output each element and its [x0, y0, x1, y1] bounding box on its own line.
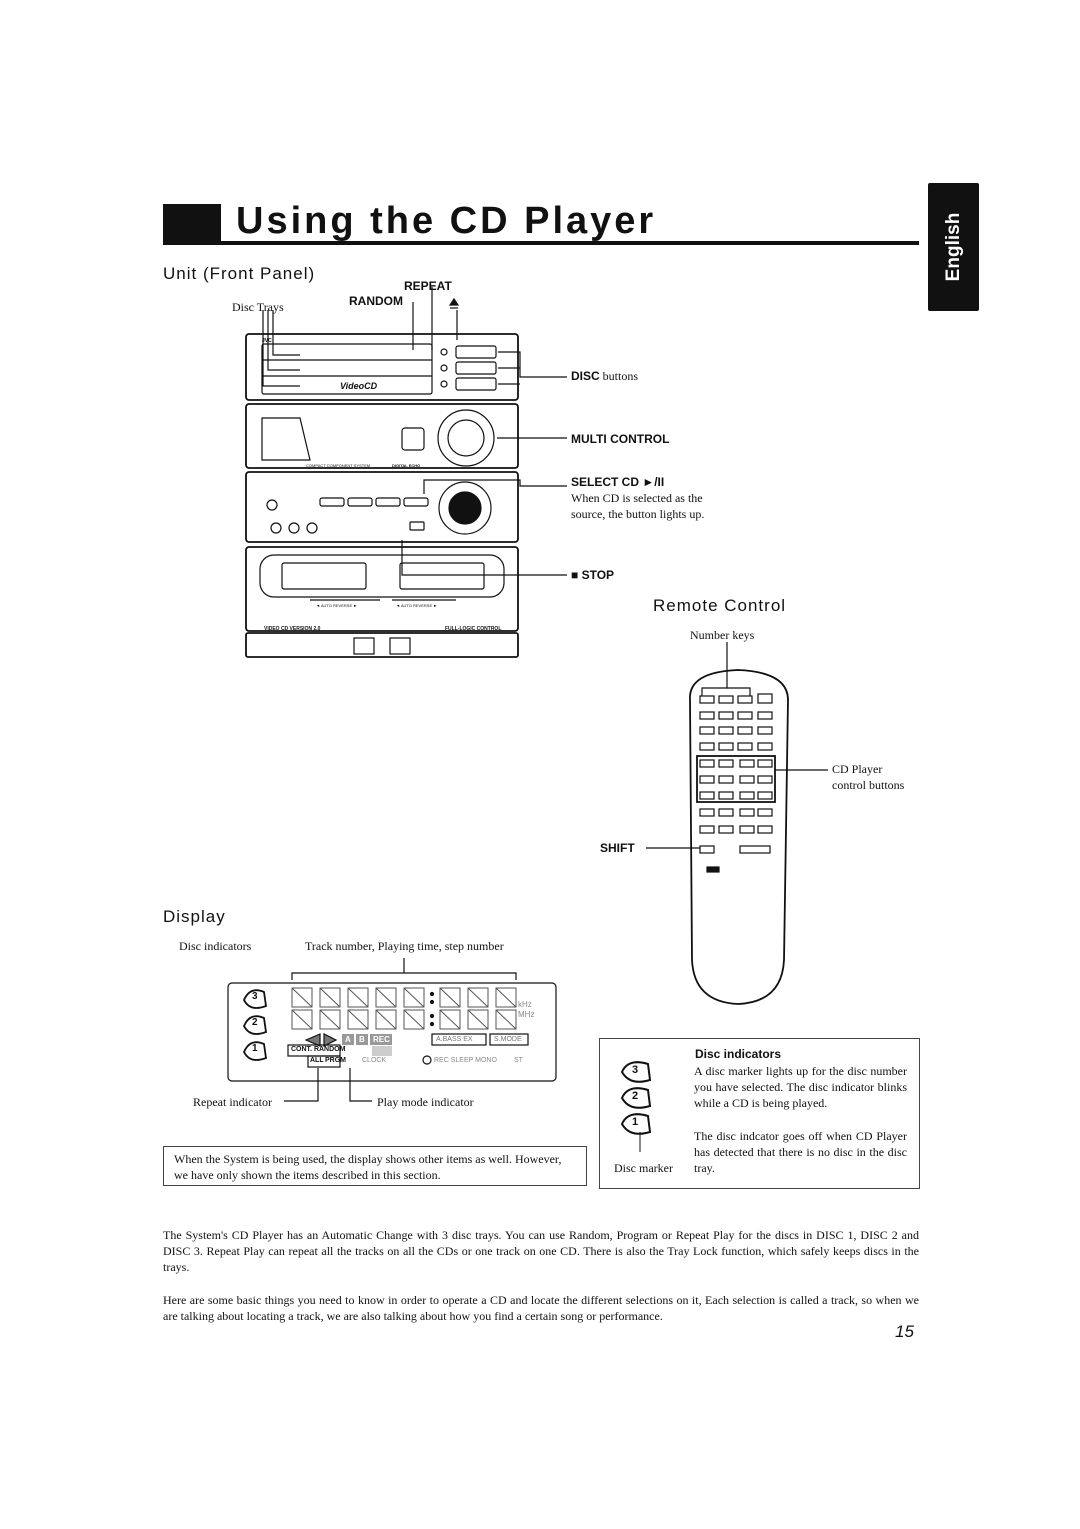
eject-icon	[448, 297, 460, 306]
title-rule	[163, 241, 919, 245]
front-panel-heading: Unit (Front Panel)	[163, 264, 316, 283]
bass-ex-indicator: A.BASS EX	[436, 1036, 473, 1043]
random-label: RANDOM	[349, 294, 403, 308]
track-number-caption: Track number, Playing time, step number	[305, 939, 504, 953]
rec-indicator: REC	[373, 1035, 390, 1044]
paragraph-intro: The System's CD Player has an Automatic …	[163, 1228, 919, 1274]
page-title: Using the CD Player	[236, 200, 657, 242]
marker-disc-3: 3	[632, 1064, 639, 1076]
remote-heading: Remote Control	[653, 596, 787, 615]
b-indicator: B	[359, 1035, 365, 1044]
st-indicator: ST	[514, 1057, 523, 1064]
paragraph-basics: Here are some basic things you need to k…	[163, 1293, 919, 1323]
cd-player-buttons-label: CD Player control buttons	[832, 762, 905, 792]
display-note: When the System is being used, the displ…	[163, 1146, 587, 1186]
disc-buttons-bold: DISC	[571, 369, 600, 383]
display-heading: Display	[163, 907, 226, 926]
compact-system-label: COMPACT COMPONENT SYSTEM	[306, 463, 371, 468]
disc-indicators-box	[599, 1038, 920, 1189]
videocd-logo: VideoCD	[340, 381, 378, 391]
marker-disc-2: 2	[632, 1090, 639, 1102]
auto-reverse-a-label: ◄ AUTO REVERSE ►	[316, 603, 358, 608]
disc-indicators-text-1: A disc marker lights up for the disc num…	[694, 1064, 907, 1110]
svg-text:JVC: JVC	[262, 338, 272, 344]
display-disc-3: 3	[252, 991, 258, 1002]
repeat-indicator-caption: Repeat indicator	[193, 1095, 272, 1109]
all-indicator: ALL	[310, 1057, 324, 1064]
disc-indicators-caption: Disc indicators	[179, 939, 252, 953]
disc-trays-label: Disc Trays	[232, 300, 284, 314]
disc-indicators-box-heading: Disc indicators	[695, 1047, 782, 1061]
prgm-indicator: PRGM	[325, 1057, 346, 1064]
full-logic-label: FULL-LOGIC CONTROL	[445, 626, 502, 632]
khz-indicator: kHz	[518, 1000, 532, 1009]
disc-buttons-label: DISC buttons	[571, 369, 638, 384]
clock-indicator: CLOCK	[362, 1057, 387, 1064]
title-block-icon	[163, 204, 221, 244]
repeat-label: REPEAT	[404, 279, 452, 293]
smode-indicator: S.MODE	[494, 1036, 522, 1043]
language-tab: English	[928, 183, 979, 311]
auto-reverse-b-label: ◄ AUTO REVERSE ►	[396, 603, 438, 608]
marker-disc-1: 1	[632, 1116, 639, 1128]
stop-label: ■ STOP	[571, 568, 615, 582]
display-disc-2: 2	[252, 1017, 258, 1028]
video-cd-version-label: VIDEO CD VERSION 2.0	[264, 626, 321, 632]
number-keys-label: Number keys	[690, 628, 755, 642]
select-cd-label: SELECT CD ►/II	[571, 475, 665, 489]
play-mode-indicator-caption: Play mode indicator	[377, 1095, 474, 1109]
shift-label: SHIFT	[600, 841, 635, 855]
select-cd-description: When CD is selected as the source, the b…	[571, 491, 705, 521]
disc-marker-caption: Disc marker	[614, 1161, 673, 1175]
a-indicator: A	[345, 1035, 351, 1044]
disc-buttons-rest: buttons	[599, 369, 639, 383]
rec-sleep-mono-indicator: REC SLEEP MONO	[434, 1057, 497, 1064]
cont-random-indicator: CONT. RANDOM	[291, 1046, 346, 1053]
mhz-indicator: MHz	[518, 1010, 535, 1019]
digital-echo-label: DIGITAL ECHO	[392, 463, 421, 468]
multi-control-label: MULTI CONTROL	[571, 432, 670, 446]
disc-indicators-text-2: The disc indcator goes off when CD Playe…	[694, 1129, 907, 1175]
page-number: 15	[895, 1322, 914, 1341]
display-disc-1: 1	[252, 1043, 258, 1054]
